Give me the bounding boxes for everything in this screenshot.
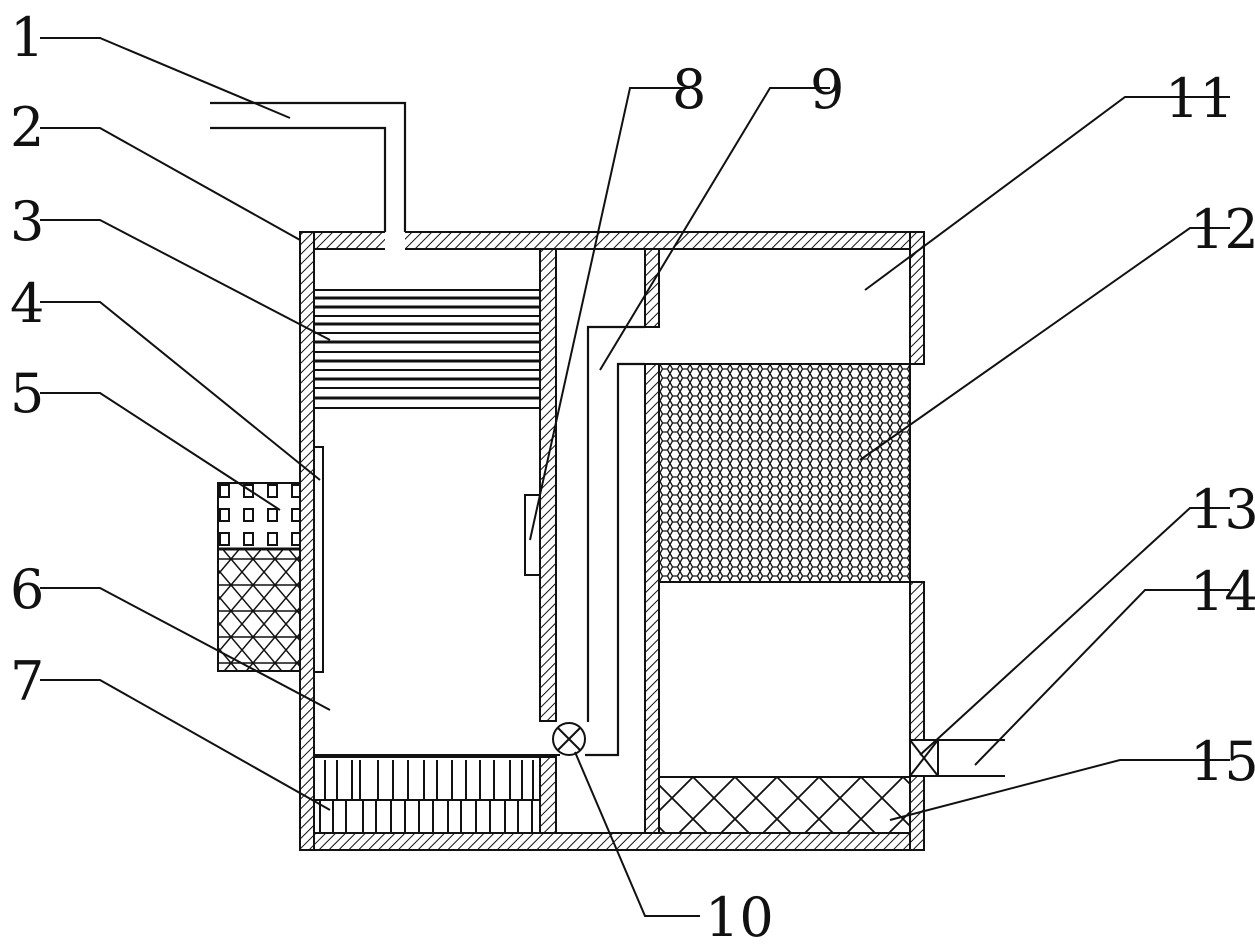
leader-15: [889, 759, 1230, 821]
callout-13: 13: [1190, 478, 1255, 541]
callout-labels: 1 2 3 4 5 6 7 8 9 10 11 12 13 14 15: [10, 6, 1255, 947]
leader-4: [40, 301, 321, 481]
callout-9: 9: [810, 58, 844, 121]
leader-9: [599, 87, 830, 371]
inlet-pipes: [210, 101, 407, 232]
callout-3: 3: [10, 190, 44, 253]
middle-partition-right-upper: [644, 248, 660, 328]
inlet-pipe-2: [210, 126, 387, 232]
leader-6: [40, 587, 331, 711]
callout-6: 6: [10, 558, 44, 621]
hex-media-filter: [658, 363, 911, 583]
middle-partition-left-lower: [539, 756, 557, 834]
bottom-tray: [313, 756, 541, 834]
inlet-pipe-1: [210, 101, 407, 232]
callout-8: 8: [672, 58, 706, 121]
callout-7: 7: [10, 650, 44, 713]
leader-lines: [40, 37, 1230, 917]
leader-2: [40, 127, 301, 241]
leader-3: [40, 219, 331, 341]
housing-bottom-wall: [299, 832, 925, 851]
side-plate: [313, 446, 324, 673]
leader-8: [529, 87, 690, 541]
leader-11: [864, 96, 1230, 291]
housing: [299, 231, 925, 851]
layered-filter: [313, 289, 541, 409]
leader-5: [40, 392, 281, 511]
callout-4: 4: [10, 272, 44, 335]
leader-12: [859, 227, 1230, 461]
connecting-pipe: [585, 325, 645, 757]
valve: [552, 722, 586, 756]
leader-7: [40, 679, 331, 811]
leader-14: [974, 589, 1230, 766]
middle-partition-right-lower: [644, 363, 660, 834]
callout-15: 15: [1190, 730, 1255, 793]
middle-partition-left: [539, 248, 557, 722]
leader-13: [919, 507, 1230, 756]
housing-right-wall-upper: [909, 231, 925, 365]
callout-11: 11: [1165, 67, 1234, 130]
inlet-opening: [385, 231, 405, 250]
leader-10: [574, 751, 700, 917]
callout-1: 1: [10, 6, 44, 69]
callout-12: 12: [1190, 198, 1255, 261]
callout-14: 14: [1190, 560, 1255, 623]
leader-1: [40, 37, 291, 119]
outlet: [909, 739, 1005, 777]
bottom-cross-layer: [658, 776, 911, 834]
external-module: [217, 482, 301, 672]
housing-right-wall-lower: [909, 581, 925, 851]
callout-2: 2: [10, 96, 44, 159]
callout-10: 10: [705, 886, 774, 942]
callout-5: 5: [10, 362, 44, 425]
